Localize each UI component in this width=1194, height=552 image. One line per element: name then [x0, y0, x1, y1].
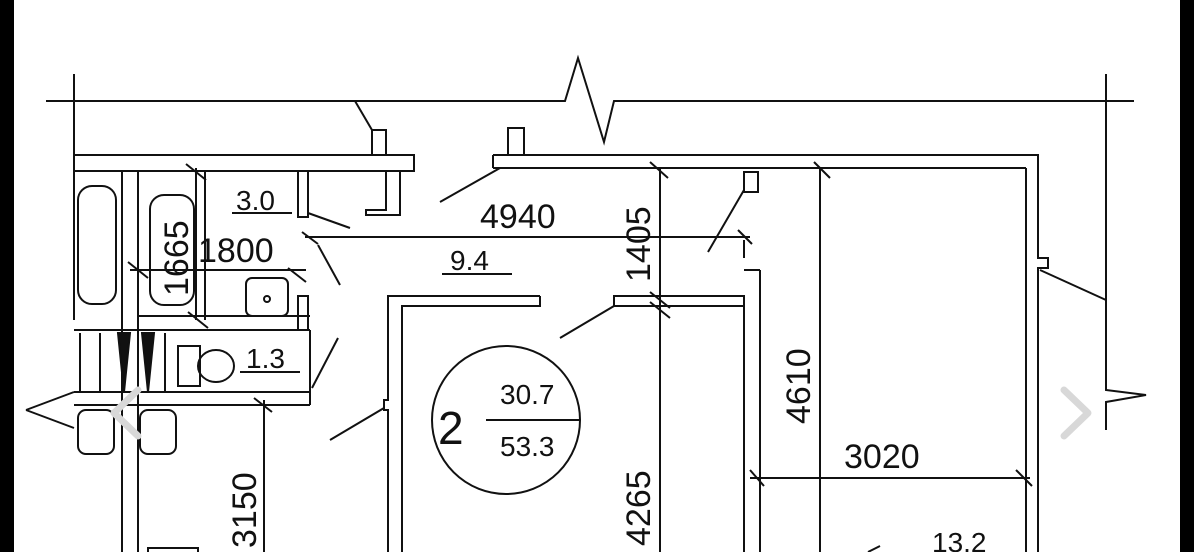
chevron-left-icon [110, 386, 142, 440]
previous-image-button[interactable] [98, 378, 158, 448]
outer-wall-line [46, 54, 1134, 146]
floor-plan-drawing: 2 30.7 53.3 3.0 1.3 9.4 13.2 1800 4940 3… [25, 54, 1147, 552]
total-area: 53.3 [500, 431, 555, 462]
apartment-number: 2 [438, 402, 464, 454]
next-image-button[interactable] [1044, 378, 1104, 448]
living-area: 30.7 [500, 379, 555, 410]
dimension-4265: 4265 [620, 470, 658, 546]
dimension-4610: 4610 [780, 348, 818, 424]
dimension-3020: 3020 [844, 438, 920, 476]
floor-plan-image: 2 30.7 53.3 3.0 1.3 9.4 13.2 1800 4940 3… [14, 0, 1180, 552]
apartment-badge-circle [431, 345, 581, 495]
wall-top-right [493, 154, 1049, 552]
dimension-4940: 4940 [480, 198, 556, 236]
dimension-1800: 1800 [198, 232, 274, 270]
bedroom-area: 13.2 [932, 527, 987, 552]
bathroom-area: 3.0 [236, 185, 275, 216]
dimension-3150: 3150 [226, 472, 264, 548]
chevron-right-icon [1060, 386, 1092, 440]
hall-area: 9.4 [450, 245, 489, 276]
wall-top-left [73, 154, 415, 172]
dimension-1405: 1405 [620, 206, 658, 282]
toilet-area: 1.3 [246, 343, 285, 374]
dimension-1665: 1665 [158, 220, 196, 296]
